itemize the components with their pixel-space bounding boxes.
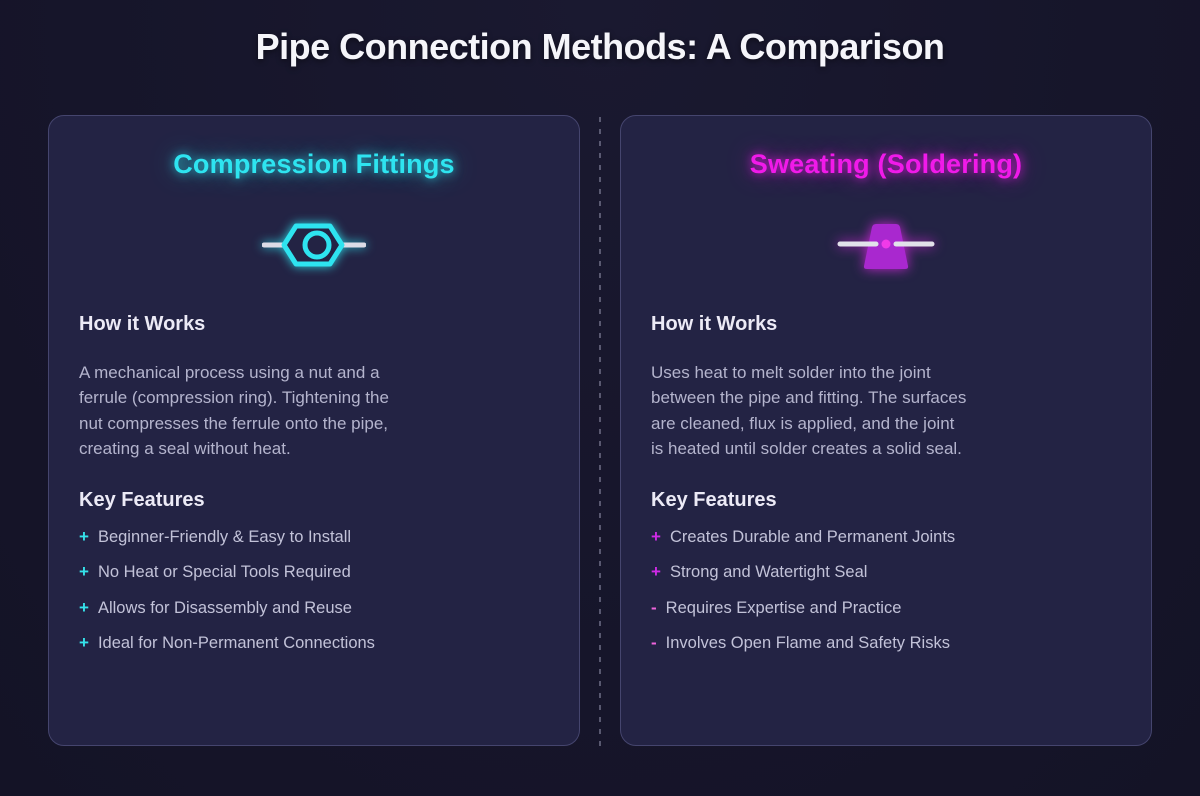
feature-item: + No Heat or Special Tools Required bbox=[79, 562, 549, 582]
feature-text: Beginner-Friendly & Easy to Install bbox=[97, 527, 352, 546]
feature-list: + Beginner-Friendly & Easy to Install + … bbox=[79, 526, 549, 653]
plus-icon: + bbox=[79, 633, 89, 653]
minus-icon: - bbox=[651, 633, 657, 653]
feature-text: Involves Open Flame and Safety Risks bbox=[665, 634, 950, 653]
feature-text: Requires Expertise and Practice bbox=[665, 598, 902, 617]
compression-fittings-card: Compression Fittings How it Works A mech… bbox=[48, 115, 580, 746]
minus-icon: - bbox=[651, 597, 657, 617]
vertical-dashed-divider bbox=[599, 117, 601, 746]
feature-item: + Allows for Disassembly and Reuse bbox=[79, 597, 549, 617]
feature-item: - Requires Expertise and Practice bbox=[651, 597, 1121, 617]
how-it-works-heading: How it Works bbox=[651, 313, 778, 335]
feature-text: Allows for Disassembly and Reuse bbox=[97, 598, 352, 617]
how-it-works-text: Uses heat to melt solder into the joint … bbox=[651, 363, 967, 459]
comparison-row: Compression Fittings How it Works A mech… bbox=[0, 115, 1200, 748]
feature-item: + Beginner-Friendly & Easy to Install bbox=[79, 526, 549, 546]
feature-item: + Ideal for Non-Permanent Connections bbox=[79, 633, 549, 653]
plus-icon: + bbox=[79, 526, 89, 546]
feature-item: + Creates Durable and Permanent Joints bbox=[651, 526, 1121, 546]
feature-item: + Strong and Watertight Seal bbox=[651, 562, 1121, 582]
feature-text: No Heat or Special Tools Required bbox=[97, 563, 351, 582]
how-it-works-heading: How it Works bbox=[79, 313, 206, 335]
plus-icon: + bbox=[651, 562, 661, 582]
feature-text: Creates Durable and Permanent Joints bbox=[669, 527, 956, 546]
feature-item: - Involves Open Flame and Safety Risks bbox=[651, 633, 1121, 653]
key-features-heading: Key Features bbox=[651, 488, 777, 511]
page-title: Pipe Connection Methods: A Comparison bbox=[255, 26, 945, 67]
how-it-works-text: A mechanical process using a nut and a f… bbox=[79, 363, 389, 459]
plus-icon: + bbox=[651, 526, 661, 546]
key-features-heading: Key Features bbox=[79, 488, 205, 511]
feature-text: Ideal for Non-Permanent Connections bbox=[97, 634, 375, 653]
solder-torch-fitting-icon bbox=[651, 216, 1121, 274]
sweating-soldering-card: Sweating (Soldering) How it Works Uses h… bbox=[620, 115, 1152, 746]
feature-list: + Creates Durable and Permanent Joints +… bbox=[651, 526, 1121, 653]
compression-nut-fitting-icon bbox=[79, 216, 549, 274]
plus-icon: + bbox=[79, 562, 89, 582]
card-title-compression: Compression Fittings bbox=[173, 149, 455, 179]
plus-icon: + bbox=[79, 597, 89, 617]
card-title-sweating: Sweating (Soldering) bbox=[749, 149, 1023, 179]
feature-text: Strong and Watertight Seal bbox=[669, 563, 868, 582]
